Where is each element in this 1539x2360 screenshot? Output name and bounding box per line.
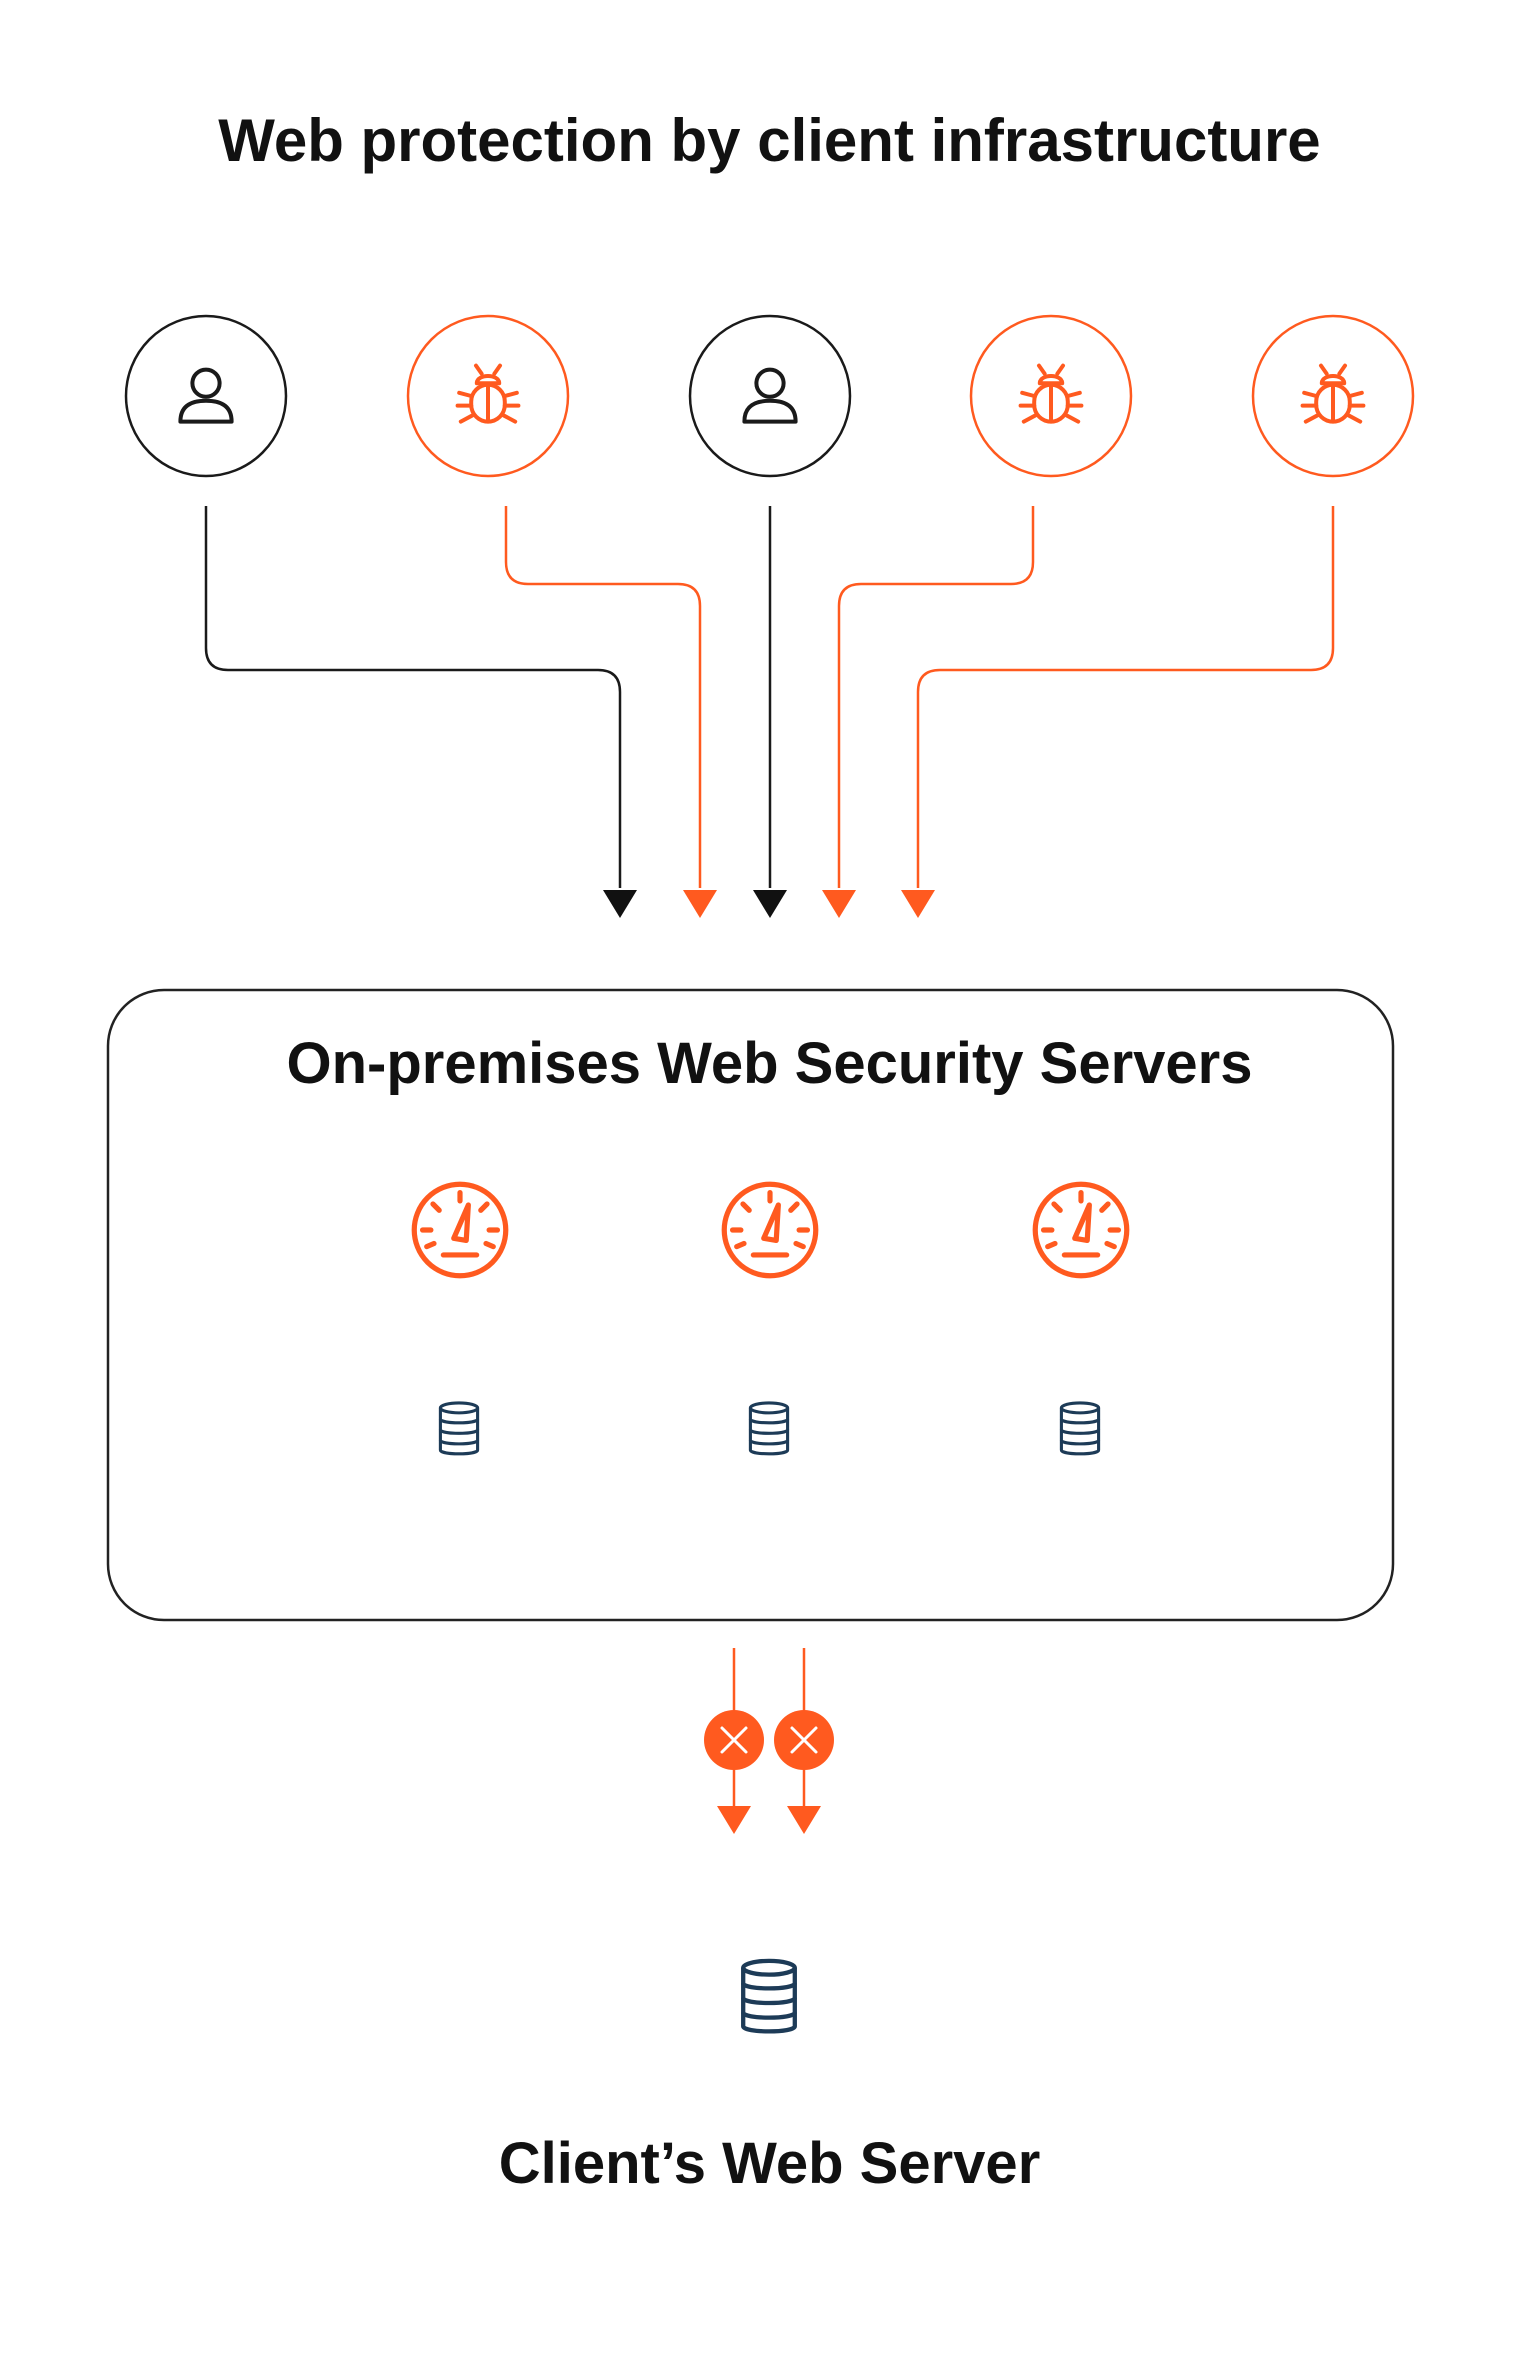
- client-server-label: Client’s Web Server: [498, 2131, 1041, 2196]
- speedometer-icon: [414, 1184, 506, 1276]
- blocked-flow-2: [774, 1648, 834, 1834]
- flow-line-threat-1: [504, 506, 702, 888]
- arrow-head-user-1: [603, 890, 637, 918]
- database-icon: [1059, 1401, 1101, 1456]
- arrow-head-threat-2: [822, 890, 856, 918]
- blocked-x-icon: [720, 1726, 748, 1754]
- security-box: [106, 988, 1395, 1622]
- source-threat-2: [969, 314, 1133, 478]
- page-title: Web protection by client infrastructure: [218, 107, 1321, 174]
- speedometer-icon: [724, 1184, 816, 1276]
- flow-line-threat-2: [837, 506, 1035, 888]
- blocked-x-icon: [790, 1726, 818, 1754]
- database-icon: [438, 1401, 480, 1456]
- arrow-head-blocked-1: [717, 1806, 751, 1834]
- security-box-title: On-premises Web Security Servers: [286, 1031, 1253, 1096]
- client-server-database-icon: [743, 1961, 795, 2032]
- database-icon: [748, 1401, 790, 1456]
- arrow-head-blocked-2: [787, 1806, 821, 1834]
- speedometer-icon: [1035, 1184, 1127, 1276]
- flow-line-user-1: [204, 506, 622, 888]
- source-threat-1: [406, 314, 570, 478]
- arrow-head-threat-3: [901, 890, 935, 918]
- flow-line-threat-3: [916, 506, 1335, 888]
- source-user-1: [124, 314, 288, 478]
- blocked-flow-1: [704, 1648, 764, 1834]
- source-threat-3: [1251, 314, 1415, 478]
- arrow-head-threat-1: [683, 890, 717, 918]
- source-user-2: [688, 314, 852, 478]
- arrow-head-user-2: [753, 890, 787, 918]
